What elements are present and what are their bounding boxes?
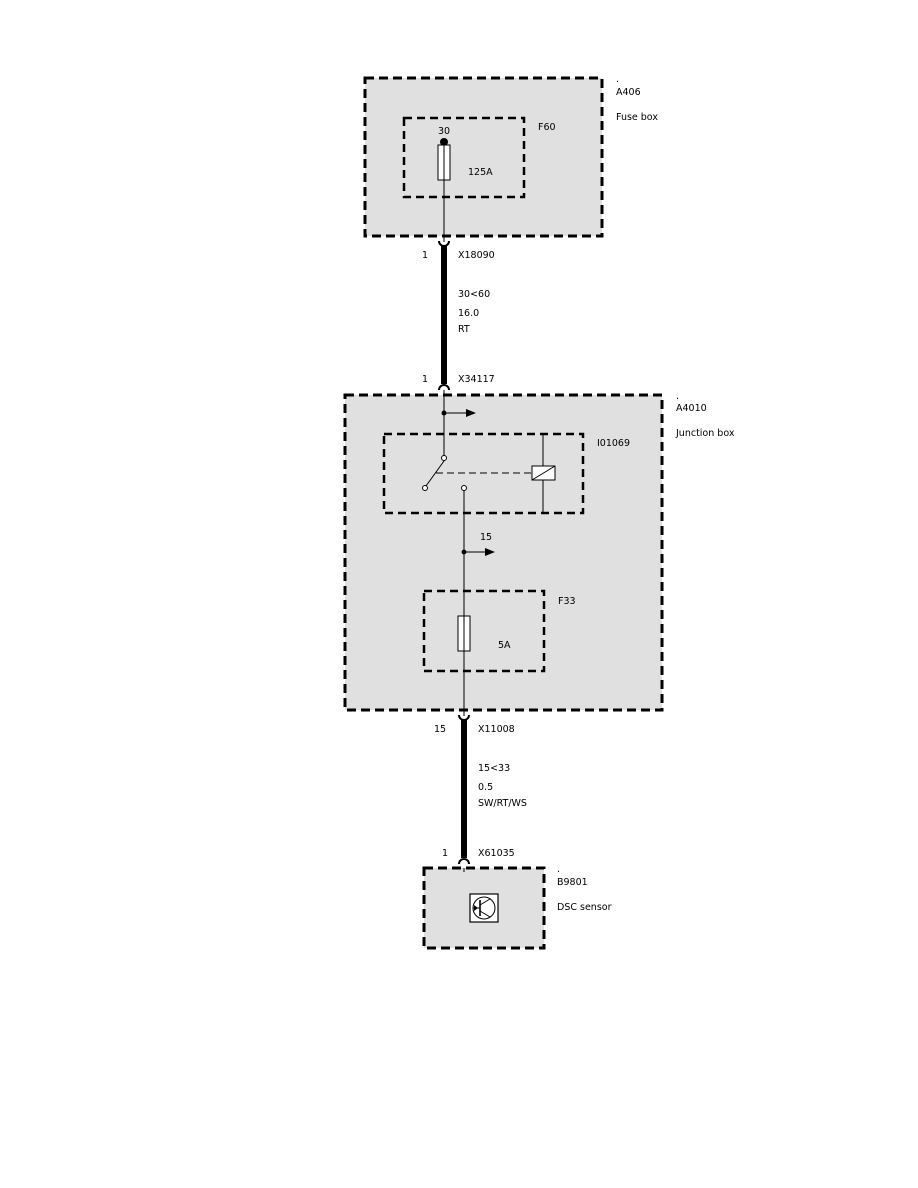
fuse-f33-outline (422, 589, 546, 673)
connector-x34117-id: X34117 (458, 374, 495, 385)
junction-box-id: A4010 (676, 403, 707, 414)
relay-id: I01069 (597, 438, 630, 449)
fuse-f33-id: F33 (558, 596, 576, 607)
fuse-f33-rating: 5A (498, 640, 511, 651)
connector-x61035-symbol (458, 858, 470, 865)
connector-x61035-id: X61035 (478, 848, 515, 859)
connector-x18090-id: X18090 (458, 250, 495, 261)
wire-upper-gauge: 16.0 (458, 308, 479, 319)
fuse-box-name: Fuse box (616, 112, 658, 123)
branch-arrow-head (466, 409, 476, 417)
relay-no-contact (461, 485, 467, 491)
connector-x34117-pin: 1 (422, 374, 428, 385)
fuse-f60-outline (402, 116, 526, 199)
dsc-sensor-id: B9801 (557, 877, 588, 888)
transistor-sensor-icon (469, 893, 499, 923)
fuse-f60-terminal: 30 (438, 126, 450, 137)
relay-outline (382, 432, 585, 515)
fuse-box-outline (363, 76, 604, 238)
connector-x18090-symbol (438, 240, 450, 247)
relay-coil-diagonal (531, 465, 556, 481)
fuse-f60-id: F60 (538, 122, 556, 133)
connector-x34117-symbol (438, 384, 450, 391)
terminal-15-arrow-head (485, 548, 495, 556)
relay-switch-arm (425, 460, 445, 487)
relay-output-terminal: 15 (480, 532, 492, 543)
wire-lower-gauge: 0.5 (478, 782, 493, 793)
junction-box-name: Junction box (675, 428, 735, 439)
fuse-box-id: A406 (616, 87, 641, 98)
connector-x11008-symbol (458, 714, 470, 721)
junction-box-outline (343, 393, 664, 712)
fuse-f60-rating: 125A (468, 167, 493, 178)
dsc-sensor-name: DSC sensor (557, 902, 612, 913)
connector-x61035-pin: 1 (442, 848, 448, 859)
dsc-sensor-marker: . (557, 864, 560, 875)
wire-upper-circuit: 30<60 (458, 289, 490, 300)
connector-x11008-id: X11008 (478, 724, 515, 735)
terminal-dot (440, 138, 448, 146)
relay-common-contact (441, 455, 447, 461)
wire-lower-circuit: 15<33 (478, 763, 510, 774)
wire-upper-color: RT (458, 324, 470, 335)
relay-nc-contact (422, 485, 428, 491)
connector-x18090-pin: 1 (422, 250, 428, 261)
fuse-box-marker: . (616, 74, 619, 85)
wire-lower-color: SW/RT/WS (478, 798, 527, 809)
junction-box-marker: . (676, 391, 679, 402)
connector-x11008-pin: 15 (434, 724, 446, 735)
